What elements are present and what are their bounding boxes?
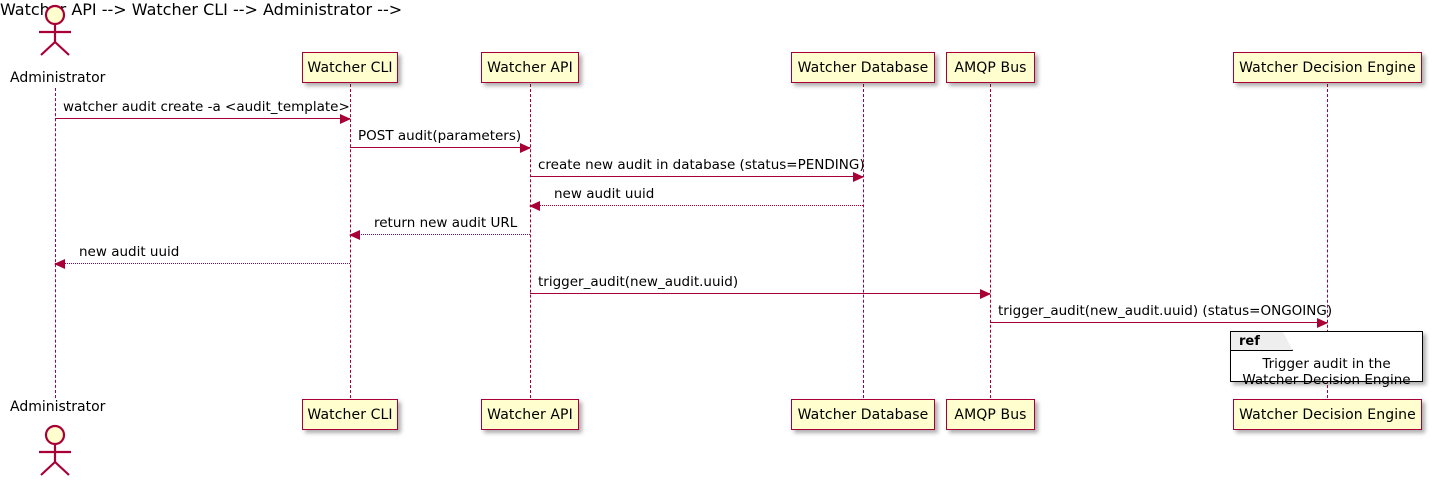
ref-fragment-keyword: ref — [1231, 332, 1293, 351]
message-line — [55, 263, 350, 264]
message-label: trigger_audit(new_audit.uuid) (status=ON… — [998, 302, 1333, 319]
participant-amqp-bus-bottom[interactable]: AMQP Bus — [946, 399, 1035, 430]
participant-watcher-decision-engine-top[interactable]: Watcher Decision Engine — [1233, 52, 1422, 83]
participant-amqp-bus-top[interactable]: AMQP Bus — [946, 52, 1035, 83]
participant-label: Watcher API — [487, 406, 573, 423]
message-line — [530, 176, 863, 177]
lifeline-administrator — [55, 88, 56, 398]
actor-label-administrator-bottom: Administrator — [10, 399, 106, 415]
lifeline-watcher-cli — [350, 84, 351, 398]
participant-label: Watcher Database — [797, 406, 929, 423]
message-label: watcher audit create -a <audit_template> — [63, 98, 350, 115]
participant-label: Watcher Database — [797, 59, 929, 76]
participant-watcher-database-top[interactable]: Watcher Database — [791, 52, 935, 83]
arrow-head-left-icon — [349, 229, 360, 240]
participant-watcher-cli-bottom[interactable]: Watcher CLI — [302, 399, 398, 430]
arrow-head-right-icon — [520, 142, 531, 153]
message-label: create new audit in database (status=PEN… — [538, 156, 865, 173]
message-line — [990, 322, 1327, 323]
actor-administrator-top — [30, 4, 80, 56]
message-label: return new audit URL — [374, 214, 518, 231]
arrow-head-right-icon — [340, 113, 351, 124]
arrow-head-left-icon — [54, 258, 65, 269]
ref-fragment-trigger-audit: ref Trigger audit in the Watcher Decisio… — [1230, 331, 1423, 388]
participant-label: AMQP Bus — [954, 406, 1027, 423]
participant-watcher-api-bottom[interactable]: Watcher API — [481, 399, 579, 430]
actor-administrator-bottom — [30, 424, 80, 476]
lifeline-watcher-api — [530, 84, 531, 398]
arrow-head-right-icon — [980, 288, 991, 299]
participant-watcher-cli-top[interactable]: Watcher CLI — [302, 52, 398, 83]
message-label: new audit uuid — [79, 243, 180, 260]
actor-label-administrator-top: Administrator — [10, 70, 106, 86]
message-label: new audit uuid — [554, 185, 655, 202]
participant-watcher-api-top[interactable]: Watcher API — [481, 52, 579, 83]
participant-label: AMQP Bus — [954, 59, 1027, 76]
message-line — [350, 234, 530, 235]
actor-stick-figure-icon — [39, 424, 71, 476]
ref-fragment-line-1: Trigger audit in the — [1262, 356, 1391, 372]
message-label: POST audit(parameters) — [358, 127, 522, 144]
participant-watcher-decision-engine-bottom[interactable]: Watcher Decision Engine — [1233, 399, 1422, 430]
message-line — [350, 147, 530, 148]
actor-stick-figure-icon — [39, 4, 71, 56]
arrow-head-right-icon — [853, 171, 864, 182]
arrow-head-right-icon — [1317, 317, 1328, 328]
lifeline-watcher-decision-engine — [1327, 84, 1328, 398]
arrow-head-left-icon — [529, 200, 540, 211]
participant-label: Watcher Decision Engine — [1239, 59, 1416, 76]
participant-label: Watcher CLI — [307, 406, 393, 423]
participant-watcher-database-bottom[interactable]: Watcher Database — [791, 399, 935, 430]
participant-label: Watcher Decision Engine — [1239, 406, 1416, 423]
ref-fragment-body: Trigger audit in the Watcher Decision En… — [1231, 352, 1422, 388]
participant-label: Watcher CLI — [307, 59, 393, 76]
lifeline-amqp-bus — [990, 84, 991, 398]
participant-label: Watcher API — [487, 59, 573, 76]
message-line — [55, 118, 350, 119]
message-label: trigger_audit(new_audit.uuid) — [538, 273, 739, 290]
ref-fragment-line-2: Watcher Decision Engine — [1242, 372, 1411, 388]
message-line — [530, 205, 863, 206]
message-line — [530, 293, 990, 294]
lifeline-watcher-database — [863, 84, 864, 398]
